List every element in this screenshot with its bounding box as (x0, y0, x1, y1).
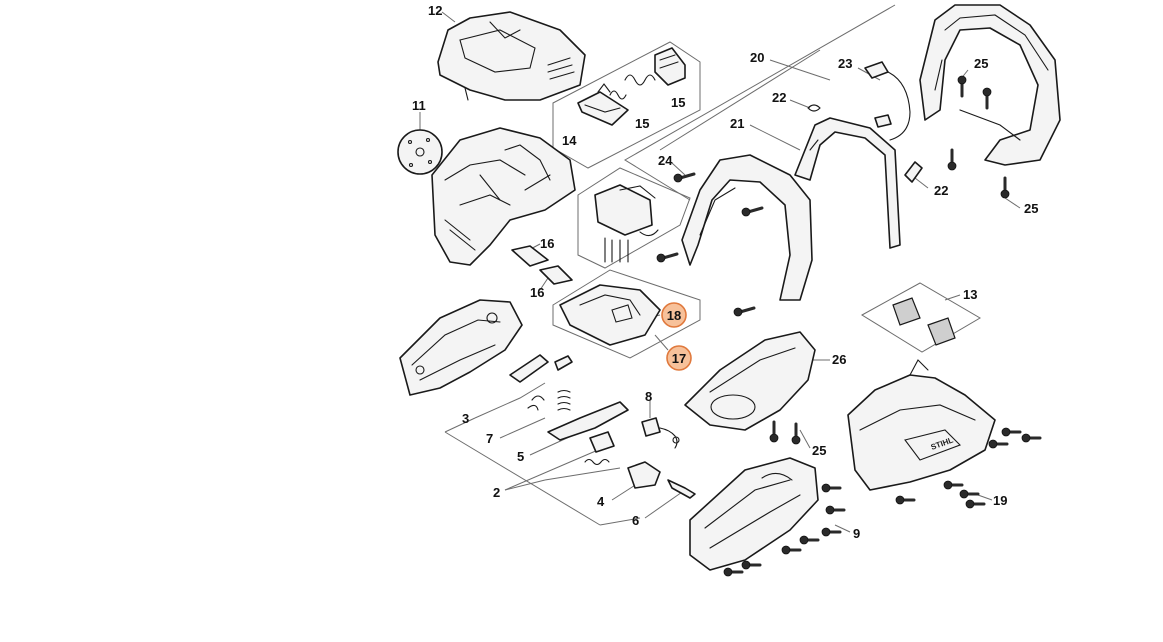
part-19-screws (895, 427, 1042, 509)
part-14-switch-assembly (577, 83, 629, 126)
part-17-controller (594, 184, 659, 263)
callout-12: 12 (428, 3, 442, 18)
part-6-pin (667, 479, 696, 499)
part-25-screws-mid (769, 420, 801, 445)
callout-24: 24 (658, 153, 673, 168)
part-18-controller-housing (559, 284, 661, 346)
part-20-handle-bar (794, 117, 901, 249)
leader-lines (419, 4, 1021, 533)
rear-handle (399, 299, 523, 396)
front-handle (919, 4, 1061, 166)
callout-25-right: 25 (1024, 201, 1038, 216)
part-22-clip-right (904, 161, 923, 183)
callout-25-top: 25 (974, 56, 988, 71)
callout-18-highlight[interactable]: 18 (661, 302, 687, 328)
callout-9: 9 (853, 526, 860, 541)
callout-16-top: 16 (540, 236, 554, 251)
motor-housing (431, 127, 576, 266)
callout-22-top: 22 (772, 90, 786, 105)
part-4-spring (584, 458, 610, 466)
part-23-cable (864, 61, 911, 141)
callout-25-mid: 25 (812, 443, 826, 458)
callout-11: 11 (412, 98, 426, 113)
part-3-trigger (509, 354, 573, 383)
part-15-springs (609, 47, 686, 100)
callout-23: 23 (838, 56, 852, 71)
part-5-slide (547, 401, 629, 453)
callout-labels: 12 11 14 15 15 16 16 20 21 22 22 23 24 2… (412, 3, 1038, 541)
lower-housing (689, 457, 819, 571)
callout-8: 8 (645, 389, 652, 404)
part-24-screw (656, 172, 764, 317)
part-12-shroud (437, 11, 586, 101)
part-7-spring (527, 389, 571, 411)
part-25-screws-top (947, 75, 1010, 199)
part-11-gasket (397, 129, 443, 175)
callout-18[interactable]: 18 (667, 308, 681, 323)
callout-2: 2 (493, 485, 500, 500)
callout-20: 20 (750, 50, 764, 65)
part-16-latches (511, 245, 573, 285)
callout-15-right: 15 (671, 95, 685, 110)
callout-4: 4 (597, 494, 605, 509)
callout-6: 6 (632, 513, 639, 528)
callout-14: 14 (562, 133, 577, 148)
right-housing: STIHL (847, 359, 996, 491)
callout-17[interactable]: 17 (672, 351, 686, 366)
callout-5: 5 (517, 449, 524, 464)
callout-15-left: 15 (635, 116, 649, 131)
part-8-sensor (641, 417, 680, 449)
callout-22-right: 22 (934, 183, 948, 198)
callout-16-bottom: 16 (530, 285, 544, 300)
part-21-bow-handle (681, 154, 813, 301)
part-4-lever (627, 461, 661, 489)
part-26-cover (684, 331, 816, 431)
callout-21: 21 (730, 116, 744, 131)
callout-19: 19 (993, 493, 1007, 508)
callout-7: 7 (486, 431, 493, 446)
callout-26: 26 (832, 352, 846, 367)
part-13-pads (861, 282, 981, 353)
part-22-clip-top (807, 104, 821, 112)
part-9-screws (723, 483, 846, 577)
callout-3: 3 (462, 411, 469, 426)
callout-13: 13 (963, 287, 977, 302)
callout-17-highlight[interactable]: 17 (666, 345, 692, 371)
